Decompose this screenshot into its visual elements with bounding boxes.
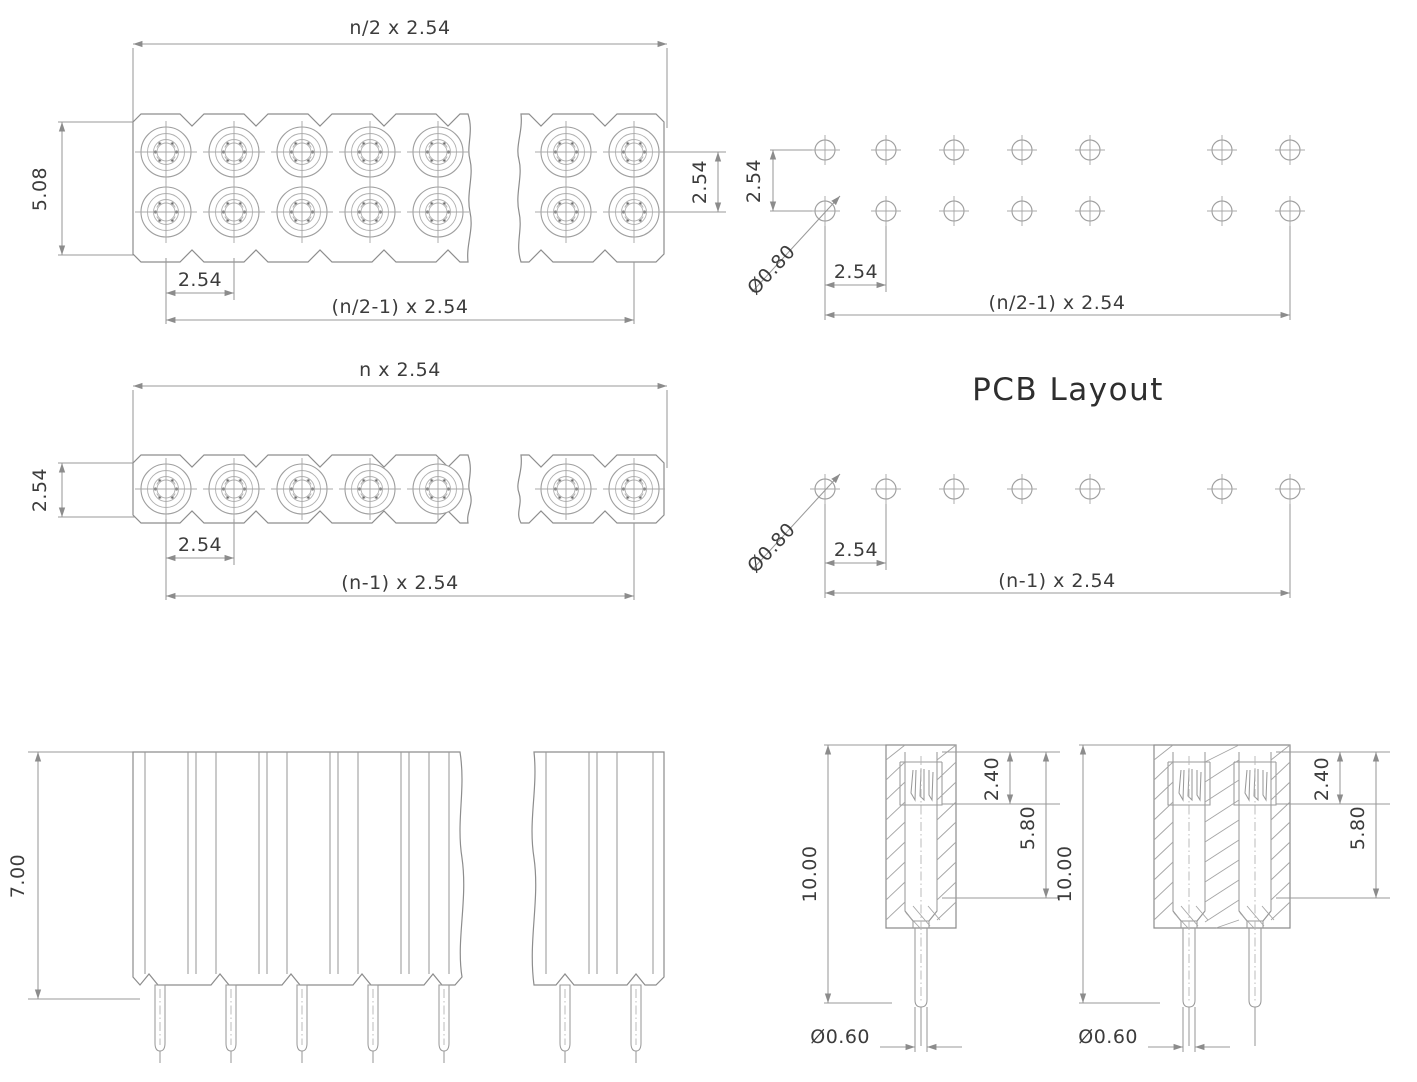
- dim-label-entry-depth-single: 2.40: [981, 757, 1003, 801]
- pcb-hole-grid-double: [809, 134, 1306, 227]
- dim-entry-depth-single: 2.40: [942, 752, 1040, 804]
- dim-pcb-pitch-single: 2.54: [825, 504, 886, 570]
- dim-label-full-pitch-span: (n-1) x 2.54: [341, 572, 458, 594]
- dim-row-right-2-54: 2.54: [660, 152, 726, 212]
- view-single-row-top: n x 2.54 2.54: [29, 359, 667, 600]
- view-pcb-layout-double: 2.54 Ø0.80 2.54 (n/2-1) x 2.54: [743, 134, 1306, 320]
- dim-label-pitch-double: 2.54: [178, 269, 222, 291]
- side-body-left-grooves: [144, 752, 450, 974]
- section-pin-single: [915, 756, 927, 1046]
- dim-pcb-span-double: (n/2-1) x 2.54: [825, 226, 1290, 320]
- dim-label-row-single: 2.54: [29, 468, 51, 512]
- dim-full-pitch-total: n x 2.54: [133, 359, 667, 468]
- dim-pcb-row-spacing: 2.54: [743, 150, 812, 211]
- section-hatch-single-left: [885, 744, 906, 921]
- pcb-hole-grid-single: [809, 473, 1306, 505]
- side-pins: [154, 984, 642, 1064]
- section-hatch-single-right: [936, 744, 957, 921]
- dim-pitch-double: 2.54: [166, 258, 234, 300]
- dim-total-height-single: 10.00: [799, 745, 892, 1003]
- dim-label-pcb-span-double: (n/2-1) x 2.54: [989, 292, 1126, 314]
- section-taper-single: [905, 905, 941, 929]
- dim-total-height-double: 10.00: [1054, 745, 1160, 1003]
- dim-half-pitch-total: n/2 x 2.54: [133, 17, 667, 128]
- side-body-right-grooves: [545, 752, 654, 974]
- dim-label-full-pitch-total: n x 2.54: [359, 359, 441, 381]
- view-pcb-layout-single: Ø0.80 2.54 (n-1) x 2.54: [743, 473, 1306, 598]
- pcb-layout-title: PCB Layout: [972, 372, 1164, 408]
- side-body-left: [132, 751, 465, 986]
- dim-label-pcb-row-spacing: 2.54: [743, 159, 765, 203]
- dim-label-pin-dia-single: Ø0.60: [810, 1026, 870, 1048]
- dim-label-row-right: 2.54: [689, 160, 711, 204]
- dim-pcb-pitch-double: 2.54: [825, 226, 886, 292]
- dim-label-pcb-span-single: (n-1) x 2.54: [998, 570, 1115, 592]
- dim-label-entry-depth-double: 2.40: [1311, 757, 1333, 801]
- dim-label-half-pitch-total: n/2 x 2.54: [349, 17, 450, 39]
- side-body-right: [531, 751, 665, 986]
- dim-label-contact-depth-double: 5.80: [1347, 806, 1369, 850]
- dim-label-pitch-single: 2.54: [178, 534, 222, 556]
- section-contact-spring-double: [1178, 768, 1268, 802]
- dim-pin-diameter-double: Ø0.60: [1078, 1007, 1230, 1052]
- section-hatch-double-c: [1270, 744, 1291, 921]
- section-pins-double: [1183, 756, 1261, 1046]
- section-hatch-double-b: [1204, 744, 1240, 929]
- dim-row-spacing-5-08: 5.08: [29, 122, 140, 255]
- dim-label-pcb-pitch-single: 2.54: [834, 539, 878, 561]
- view-side-elevation: 7.00: [7, 751, 665, 1064]
- dim-contact-depth-single: 5.80: [942, 752, 1060, 898]
- dim-label-row-spacing: 5.08: [29, 167, 51, 211]
- dim-label-body-height: 7.00: [7, 854, 29, 898]
- dim-label-hole-dia-single: Ø0.80: [743, 519, 800, 578]
- dim-pitch-single: 2.54: [166, 519, 234, 565]
- dim-label-half-pitch-span: (n/2-1) x 2.54: [332, 296, 469, 318]
- view-double-row-top: n/2 x 2.54 5.08: [29, 17, 726, 324]
- dim-half-pitch-span: (n/2-1) x 2.54: [166, 262, 634, 324]
- dim-row-single-2-54: 2.54: [29, 463, 140, 517]
- dim-contact-depth-double: 5.80: [1276, 752, 1390, 898]
- section-taper-double: [1173, 905, 1275, 929]
- dim-pin-diameter-single: Ø0.60: [810, 1007, 962, 1052]
- view-section-single: 10.00: [799, 744, 1060, 1052]
- section-hatch-double-a: [1153, 744, 1174, 921]
- dim-body-height-7: 7.00: [7, 752, 140, 999]
- dim-label-total-height-single: 10.00: [799, 846, 821, 903]
- view-section-double: 10.00: [1054, 744, 1390, 1052]
- dim-full-pitch-span: (n-1) x 2.54: [166, 523, 634, 600]
- section-contact-spring-single: [910, 768, 934, 802]
- dim-label-pin-dia-double: Ø0.60: [1078, 1026, 1138, 1048]
- dim-pcb-span-single: (n-1) x 2.54: [825, 504, 1290, 598]
- dim-label-hole-dia-double: Ø0.80: [743, 241, 800, 300]
- dim-label-pcb-pitch-double: 2.54: [834, 261, 878, 283]
- dim-label-contact-depth-single: 5.80: [1017, 806, 1039, 850]
- dim-label-total-height-double: 10.00: [1054, 846, 1076, 903]
